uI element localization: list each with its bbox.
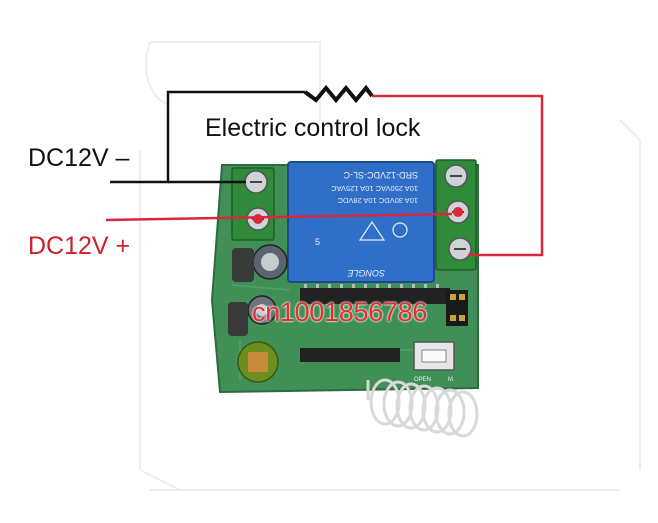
silk-open-text: OPEN bbox=[414, 377, 431, 383]
capacitor-small bbox=[247, 295, 277, 325]
terminal-block-left bbox=[231, 167, 275, 241]
silk-m-text: M bbox=[448, 377, 453, 383]
dc-positive-label: DC12V + bbox=[28, 232, 131, 260]
ic-chip-upper bbox=[300, 284, 450, 304]
relay: SRD-12VDC-SL-C 10A 250VAC 10A 125VAC 10A… bbox=[287, 161, 435, 283]
relay-pin-text: 5 bbox=[315, 237, 320, 247]
jumper-header bbox=[446, 290, 468, 326]
lock-resistor-symbol bbox=[303, 84, 374, 104]
relay-brand-text: SONGLE bbox=[346, 268, 385, 278]
receiver-coil bbox=[237, 341, 279, 383]
relay-rating-text-2: 10A 30VDC 10A 28VDC bbox=[337, 196, 418, 205]
wire-red-positive bbox=[105, 207, 463, 224]
relay-rating-text: 10A 250VAC 10A 125VAC bbox=[331, 184, 418, 193]
capacitor-large bbox=[252, 244, 288, 280]
inductor-coil bbox=[228, 248, 254, 336]
antenna-spring bbox=[366, 378, 479, 438]
watermark-text: cn1001856786 bbox=[252, 297, 428, 327]
relay-model-text: SRD-12VDC-SL-C bbox=[343, 170, 418, 180]
wire-red-lock-return bbox=[372, 94, 544, 257]
ic-chip-lower bbox=[300, 348, 400, 362]
dc-negative-label: DC12V – bbox=[28, 144, 130, 172]
learn-button: OPEN M bbox=[413, 341, 455, 383]
electric-lock-label: Electric control lock bbox=[205, 114, 421, 142]
wire-black-negative bbox=[110, 90, 305, 184]
